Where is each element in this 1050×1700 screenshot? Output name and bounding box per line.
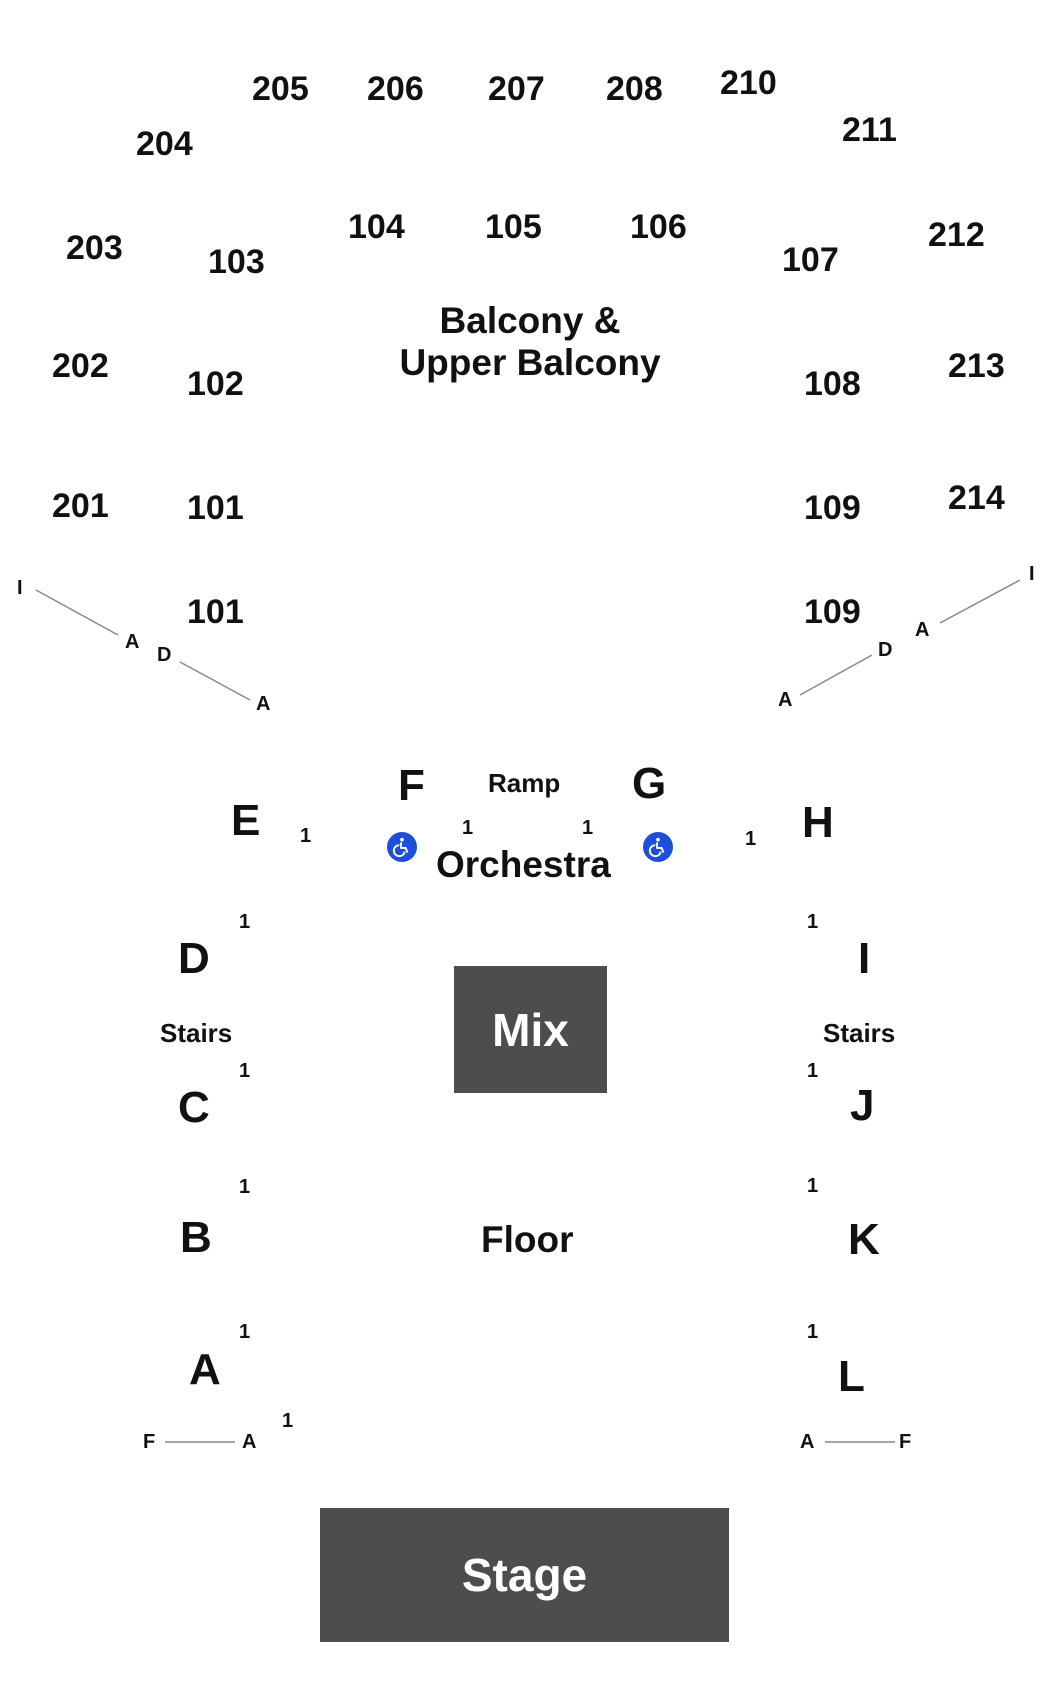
- section-i[interactable]: I: [858, 934, 871, 983]
- section-210[interactable]: 210: [720, 64, 777, 102]
- section-101-lower[interactable]: 101: [187, 593, 244, 631]
- section-a[interactable]: A: [189, 1345, 221, 1394]
- section-207[interactable]: 207: [488, 70, 545, 108]
- ramp-label: Ramp: [488, 768, 561, 798]
- section-109-upper[interactable]: 109: [804, 489, 861, 527]
- section-j[interactable]: J: [850, 1081, 875, 1130]
- section-104[interactable]: 104: [348, 208, 405, 246]
- section-108[interactable]: 108: [804, 365, 861, 403]
- section-d[interactable]: D: [178, 934, 210, 983]
- seat-1-a-front: 1: [282, 1410, 294, 1432]
- accessible-seating-right[interactable]: [643, 832, 673, 862]
- section-h[interactable]: H: [802, 798, 834, 847]
- section-204[interactable]: 204: [136, 125, 193, 163]
- seat-1-e: 1: [300, 825, 312, 847]
- row-marker-right-i: I: [1029, 563, 1035, 585]
- section-g[interactable]: G: [632, 759, 667, 808]
- section-b[interactable]: B: [180, 1213, 212, 1262]
- stage-label: Stage: [461, 1549, 588, 1601]
- seat-1-d: 1: [239, 911, 251, 933]
- seat-1-i: 1: [807, 911, 819, 933]
- section-213[interactable]: 213: [948, 347, 1005, 385]
- stairs-label-right: Stairs: [823, 1018, 896, 1048]
- seat-1-j: 1: [807, 1060, 819, 1082]
- section-208[interactable]: 208: [606, 70, 663, 108]
- section-e[interactable]: E: [231, 796, 261, 845]
- seat-1-g: 1: [582, 817, 594, 839]
- row-marker-floor-left-a: A: [242, 1431, 257, 1453]
- mix-booth: Mix: [454, 966, 607, 1093]
- section-k[interactable]: K: [848, 1215, 880, 1264]
- row-marker-left-i: I: [17, 577, 23, 599]
- orchestra-label: Orchestra: [436, 844, 611, 885]
- section-211[interactable]: 211: [842, 111, 897, 149]
- seat-1-c: 1: [239, 1060, 251, 1082]
- section-212[interactable]: 212: [928, 216, 985, 254]
- section-l[interactable]: L: [838, 1352, 865, 1401]
- section-202[interactable]: 202: [52, 347, 109, 385]
- stairs-label-left: Stairs: [160, 1018, 233, 1048]
- section-105[interactable]: 105: [485, 208, 542, 246]
- section-106[interactable]: 106: [630, 208, 687, 246]
- row-marker-right-a-upper: A: [915, 619, 930, 641]
- stage: Stage: [320, 1508, 729, 1642]
- section-f[interactable]: F: [398, 761, 425, 810]
- row-marker-left-d: D: [157, 644, 172, 666]
- seat-1-a: 1: [239, 1321, 251, 1343]
- row-line-right-upper: [939, 579, 1021, 624]
- balcony-label-line-1: Balcony &: [439, 300, 621, 341]
- seat-1-h: 1: [745, 828, 757, 850]
- section-c[interactable]: C: [178, 1083, 210, 1132]
- floor-label[interactable]: Floor: [481, 1219, 574, 1260]
- row-marker-right-a-lower: A: [778, 689, 793, 711]
- seat-1-k: 1: [807, 1175, 819, 1197]
- row-marker-floor-left-f: F: [143, 1431, 156, 1453]
- wheelchair-icon: [648, 837, 665, 858]
- seat-1-f: 1: [462, 817, 474, 839]
- section-206[interactable]: 206: [367, 70, 424, 108]
- section-103[interactable]: 103: [208, 243, 265, 281]
- row-marker-left-a-upper: A: [125, 631, 140, 653]
- section-201[interactable]: 201: [52, 487, 109, 525]
- balcony-label: Balcony & Upper Balcony: [380, 300, 680, 384]
- row-marker-floor-right-f: F: [899, 1431, 912, 1453]
- row-marker-floor-right-a: A: [800, 1431, 815, 1453]
- row-line-left-lower: [179, 661, 251, 701]
- section-102[interactable]: 102: [187, 365, 244, 403]
- section-214[interactable]: 214: [948, 479, 1005, 517]
- section-205[interactable]: 205: [252, 70, 309, 108]
- section-109-lower[interactable]: 109: [804, 593, 861, 631]
- row-marker-right-d: D: [878, 639, 893, 661]
- section-203[interactable]: 203: [66, 229, 123, 267]
- balcony-label-line-2: Upper Balcony: [399, 342, 661, 383]
- row-line-left-upper: [35, 589, 119, 636]
- accessible-seating-left[interactable]: [387, 832, 417, 862]
- section-107[interactable]: 107: [782, 241, 839, 279]
- wheelchair-icon: [392, 837, 409, 858]
- mix-label: Mix: [492, 1003, 569, 1056]
- seat-1-b: 1: [239, 1176, 251, 1198]
- row-line-right-lower: [799, 654, 873, 696]
- section-101-upper[interactable]: 101: [187, 489, 244, 527]
- seat-1-l: 1: [807, 1321, 819, 1343]
- row-marker-left-a-lower: A: [256, 693, 271, 715]
